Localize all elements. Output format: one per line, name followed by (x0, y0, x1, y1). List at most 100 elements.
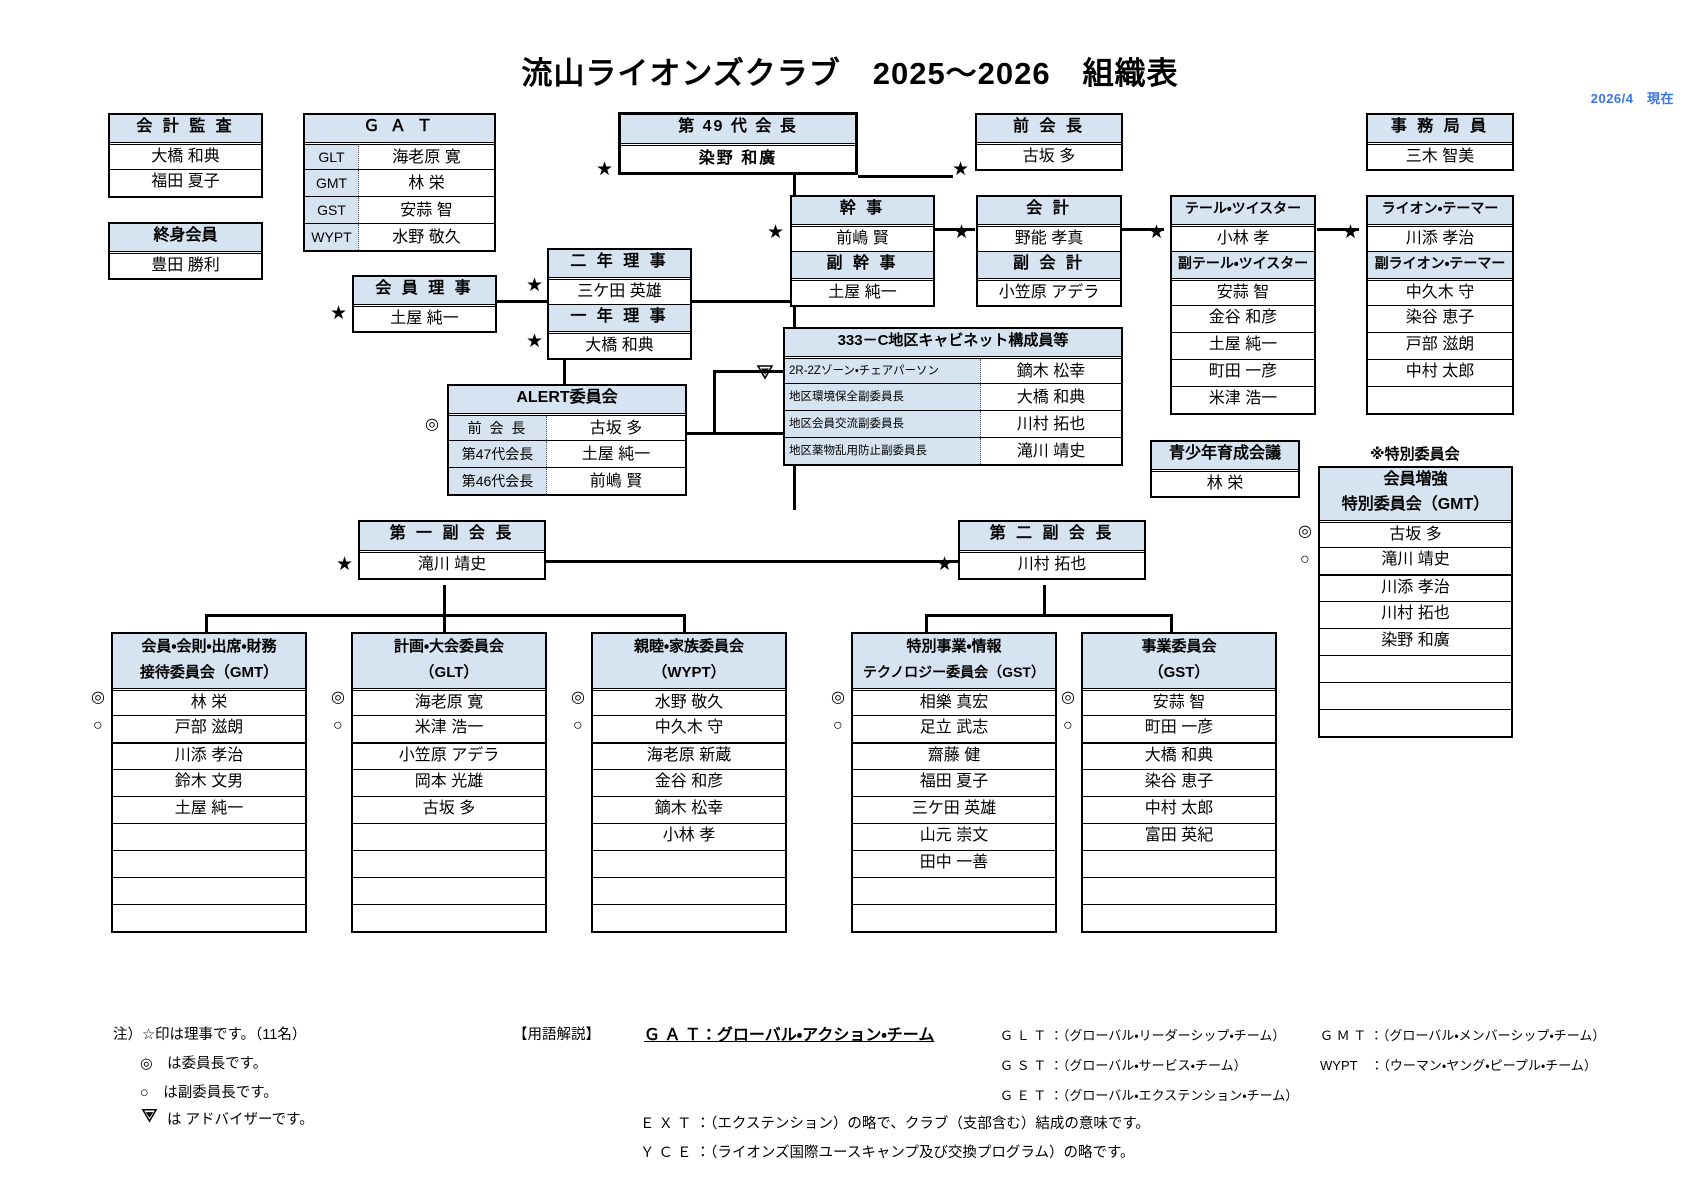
box-header: 第 一 副 会 長 (360, 522, 544, 550)
box-header: 副ライオン・テーマー (1368, 251, 1512, 278)
box-committee-gmt: 会員・会則・出席・財務 接待委員会（GMT） 林 栄 戸部 滋朗 川添 孝治 鈴… (111, 632, 307, 933)
connector-committee3-stem (683, 614, 686, 636)
cabinet-row: 地区環境保全副委員長 大橋 和典 (785, 383, 1121, 410)
box-header: 青少年育成会議 (1152, 442, 1298, 469)
box-header: 会 員 理 事 (354, 277, 495, 304)
box-header-line2: 接待委員会（GMT） (113, 661, 305, 688)
cabinet-row: 2R-2Zゾーン・チェアパーソン 鏑木 松幸 (785, 356, 1121, 383)
member-row (113, 850, 305, 877)
alert-member-name: 古坂 多 (589, 419, 643, 437)
box-header-line2: （GLT） (353, 661, 545, 688)
glossary-get: Ｇ Ｅ Ｔ ：（グローバル・エクステンション・チーム） (1000, 1088, 1299, 1103)
connector-committee5-stem (1170, 614, 1173, 636)
member-row: 田中 一善 (853, 850, 1055, 877)
member-row: 染谷 恵子 (1083, 769, 1275, 796)
box-header: 副 幹 事 (792, 251, 933, 278)
box-vp1: 第 一 副 会 長 滝川 靖史 (358, 520, 546, 580)
member-row: 中村 太郎 (1083, 796, 1275, 823)
vice-chair-circle-icon: ○ (1300, 551, 1310, 568)
alert-role-label: 前 会 長 (449, 416, 547, 440)
box-header-line2: （GST） (1083, 661, 1275, 688)
member-row: 福田 夏子 (110, 169, 261, 196)
cabinet-member-name: 鏑木 松幸 (1016, 362, 1086, 380)
glossary-gat: Ｇ Ａ Ｔ：グローバル・アクション・チーム (644, 1027, 935, 1044)
glossary-gst: Ｇ Ｓ Ｔ ：（グローバル・サービス・チーム） (1000, 1058, 1247, 1073)
gat-team-label: GMT (305, 170, 359, 196)
box-header: 会 計 (978, 197, 1120, 224)
cabinet-member-name: 川村 拓也 (1016, 415, 1086, 433)
member-row: 鏑木 松幸 (593, 796, 785, 823)
member-row (1083, 904, 1275, 931)
member-row: 川村 拓也 (960, 550, 1144, 578)
box-kanji: 幹 事 前嶋 賢 副 幹 事 土屋 純一 (790, 195, 935, 307)
footnote-director: 注）☆印は理事です。（11名） (113, 1027, 307, 1043)
box-header: 事 務 局 員 (1368, 115, 1512, 142)
gat-member-name: 林 栄 (408, 174, 445, 192)
box-header: ALERT委員会 (449, 386, 685, 413)
member-row: 古坂 多 (977, 142, 1121, 169)
member-row: 岡本 光雄 (353, 769, 545, 796)
chair-circle-icon: ◎ (425, 416, 439, 433)
connector-cabinet-stem (713, 370, 716, 435)
member-row: 染野 和廣 (1320, 628, 1511, 655)
director-star-icon: ★ (1148, 222, 1166, 243)
connector-vp1-bus (545, 560, 795, 563)
box-header: 前 会 長 (977, 115, 1121, 142)
member-row: 土屋 純一 (354, 304, 495, 331)
member-row: 金谷 和彦 (593, 769, 785, 796)
page-title: 流山ライオンズクラブ 2025～2026 組織表 (521, 56, 1179, 91)
vice-chair-circle-icon: ○ (1063, 717, 1073, 734)
director-star-icon: ★ (936, 554, 954, 575)
connector-kaikei-tail (1122, 228, 1164, 231)
box-kaikei: 会 計 野能 孝真 副 会 計 小笠原 アデラ (976, 195, 1122, 307)
member-row (593, 904, 785, 931)
director-star-icon: ★ (1342, 222, 1360, 243)
box-header-line1: 会員増強 (1320, 468, 1511, 494)
member-row: 齋藤 健 (853, 742, 1055, 769)
alert-row: 前 会 長 古坂 多 (449, 413, 685, 440)
box-header-line1: 事業委員会 (1083, 634, 1275, 661)
box-committee-gst-service: 事業委員会 （GST） 安蒜 智 町田 一彦 大橋 和典 染谷 恵子 中村 太郎… (1081, 632, 1277, 933)
member-row: 山元 崇文 (853, 823, 1055, 850)
connector-cabinet-bottom (713, 432, 795, 435)
member-row (1320, 709, 1511, 736)
box-header-line1: 計画・大会委員会 (353, 634, 545, 661)
cabinet-member-name: 大橋 和典 (1016, 388, 1086, 406)
box-tail-twister: テール・ツイスター 小林 孝 副テール・ツイスター 安蒜 智 金谷 和彦 土屋 … (1170, 195, 1316, 415)
member-row: 米津 浩一 (1172, 386, 1314, 413)
vice-chair-circle-icon: ○ (333, 717, 343, 734)
director-star-icon: ★ (952, 159, 970, 180)
box-cabinet: 333－C地区キャビネット構成員等 2R-2Zゾーン・チェアパーソン 鏑木 松幸… (783, 327, 1123, 466)
chair-circle-icon: ◎ (1298, 523, 1312, 540)
connector-kaiin-ninen (497, 300, 547, 303)
director-star-icon: ★ (330, 303, 348, 324)
glossary-ext: Ｅ Ｘ Ｔ ：（エクステンション）の略で、クラブ（支部含む）結成の意味です。 (640, 1116, 1150, 1132)
member-row: 林 栄 (1152, 469, 1298, 496)
cabinet-member-name: 滝川 靖史 (1016, 442, 1086, 460)
box-special-committee: 会員増強 特別委員会（GMT） 古坂 多 滝川 靖史 川添 孝治 川村 拓也 染… (1318, 466, 1513, 738)
member-row: 滝川 靖史 (360, 550, 544, 578)
gat-row: GLT 海老原 寛 (305, 142, 494, 169)
box-header: 第 49 代 会 長 (621, 115, 855, 143)
box-shushin-kaiin: 終身会員 豊田 勝利 (108, 222, 263, 280)
alert-member-name: 前嶋 賢 (589, 472, 643, 490)
member-row: 古坂 多 (353, 796, 545, 823)
member-row: 川村 拓也 (1320, 601, 1511, 628)
member-row: 三ケ田 英雄 (549, 277, 690, 304)
box-alert-committee: ALERT委員会 前 会 長 古坂 多 第47代会長 土屋 純一 第46代会長 … (447, 384, 687, 496)
footnote-chair: ◎ は委員長です。 (140, 1056, 268, 1072)
chair-circle-icon: ◎ (91, 689, 105, 706)
cabinet-row: 地区薬物乱用防止副委員長 滝川 靖史 (785, 437, 1121, 464)
member-row (113, 904, 305, 931)
alert-row: 第46代会長 前嶋 賢 (449, 467, 685, 494)
box-header: 副テール・ツイスター (1172, 251, 1314, 278)
chair-circle-icon: ◎ (831, 689, 845, 706)
member-row (1320, 655, 1511, 682)
member-row: 戸部 滋朗 (113, 715, 305, 742)
director-star-icon: ★ (596, 159, 614, 180)
member-row: 小林 孝 (593, 823, 785, 850)
cabinet-role-label: 地区会員交流副委員長 (785, 411, 981, 437)
connector-tail-lion (1317, 228, 1359, 231)
member-row: 土屋 純一 (1172, 332, 1314, 359)
member-row: 土屋 純一 (113, 796, 305, 823)
